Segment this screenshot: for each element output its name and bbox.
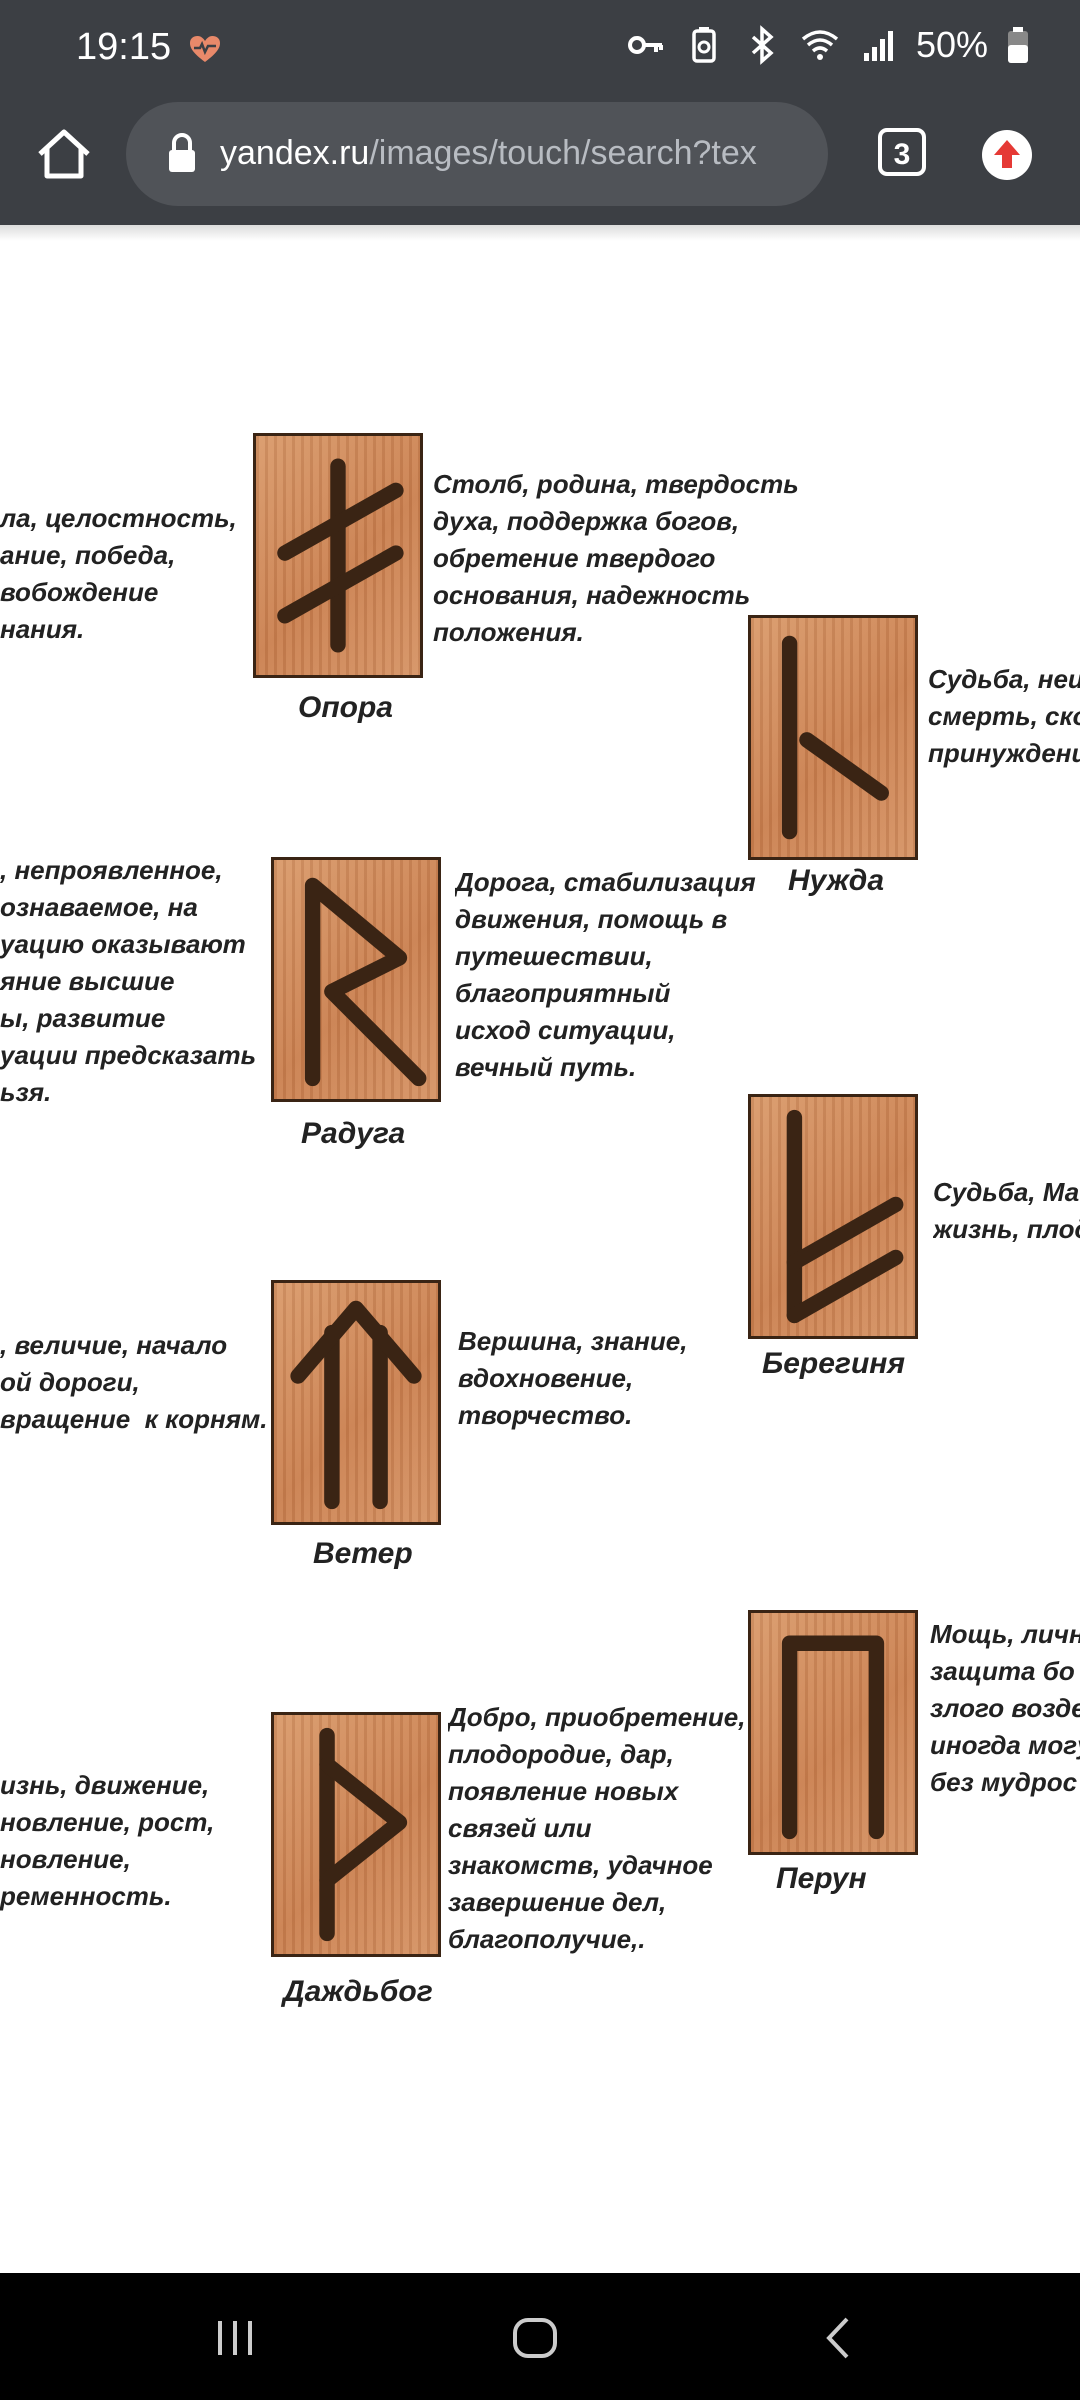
rune-bereginya-desc: Судьба, Ма жизнь, плод — [933, 1177, 1080, 1244]
home-icon[interactable] — [34, 124, 94, 184]
tab-switcher-button[interactable]: 3 — [878, 128, 926, 176]
left-text-4: изнь, движение, новление, рост, новление… — [0, 1770, 215, 1911]
address-bar[interactable]: yandex.ru/images/touch/search?tex — [126, 102, 828, 206]
page-content: ла, целостность, ание, победа, вобождени… — [0, 241, 1080, 2273]
rune-veter-desc: Вершина, знание, вдохновение, творчество… — [458, 1326, 688, 1430]
rune-dazhdbog-desc: Добро, приобретение, плодородие, дар, по… — [448, 1702, 746, 1954]
rune-perun-symbol — [781, 1635, 885, 1840]
rune-bereginya-image[interactable] — [748, 1094, 918, 1339]
rune-raduga-image[interactable] — [271, 857, 441, 1102]
rune-opora-name: Опора — [298, 691, 393, 724]
back-icon[interactable] — [815, 2313, 865, 2363]
browser-chrome: 19:15 50% yandex.ru/images/touch/search?… — [0, 0, 1080, 225]
left-text-1: ла, целостность, ание, победа, вобождени… — [0, 503, 237, 644]
wifi-icon — [801, 30, 839, 60]
rune-perun-name: Перун — [776, 1862, 867, 1895]
rune-dazhdbog-symbol — [319, 1727, 408, 1942]
url-host: yandex.ru — [220, 134, 370, 172]
rune-perun-desc: Мощь, личн защита бо злого возде иногда … — [930, 1619, 1080, 1797]
toolbar-shadow — [0, 225, 1080, 241]
url-text[interactable]: yandex.ru/images/touch/search?tex — [220, 134, 810, 173]
rune-opora-desc: Столб, родина, твердость духа, поддержка… — [433, 469, 799, 647]
update-button[interactable] — [982, 130, 1032, 180]
status-time: 19:15 — [76, 26, 172, 68]
battery-percent: 50% — [915, 24, 988, 65]
system-nav-bar — [0, 2273, 1080, 2400]
arrow-up-icon — [994, 140, 1020, 168]
rune-veter-name: Ветер — [313, 1537, 413, 1570]
home-nav-icon[interactable] — [510, 2313, 560, 2363]
rune-nuzhda-desc: Судьба, неи смерть, ско принуждени — [928, 664, 1080, 768]
rune-nuzhda-name: Нужда — [788, 864, 885, 897]
battery-icon — [1008, 27, 1028, 63]
rune-dazhdbog-name: Даждьбог — [283, 1975, 433, 2008]
left-text-3: , величие, начало ой дороги, вращение к … — [0, 1330, 266, 1434]
url-row: yandex.ru/images/touch/search?tex 3 — [0, 100, 1080, 225]
rune-raduga-name: Радуга — [301, 1117, 406, 1150]
url-path: /images/touch/search?tex — [369, 134, 757, 172]
rune-raduga-symbol — [304, 877, 427, 1087]
rune-opora-image[interactable] — [253, 433, 423, 678]
signal-icon — [863, 31, 893, 61]
rune-raduga-desc: Дорога, стабилизация движения, помощь в … — [455, 867, 756, 1082]
rune-opora-symbol — [277, 458, 404, 653]
left-text-2: , непроявленное, ознаваемое, на уацию ок… — [0, 855, 257, 1107]
rune-bereginya-symbol — [786, 1109, 904, 1324]
rune-dazhdbog-image[interactable] — [271, 1712, 441, 1957]
bluetooth-icon — [751, 25, 774, 65]
battery-saver-icon — [692, 27, 716, 63]
recent-apps-icon[interactable] — [210, 2313, 260, 2363]
rune-nuzhda-symbol — [781, 635, 889, 840]
rune-nuzhda-image[interactable] — [748, 615, 918, 860]
health-heart-icon — [190, 36, 220, 62]
vpn-key-icon — [627, 36, 663, 54]
status-bar: 19:15 50% — [0, 0, 1080, 100]
rune-perun-image[interactable] — [748, 1610, 918, 1855]
rune-bereginya-name: Берегиня — [762, 1347, 906, 1380]
lock-icon — [169, 133, 195, 172]
rune-veter-symbol — [290, 1300, 422, 1510]
rune-veter-image[interactable] — [271, 1280, 441, 1525]
